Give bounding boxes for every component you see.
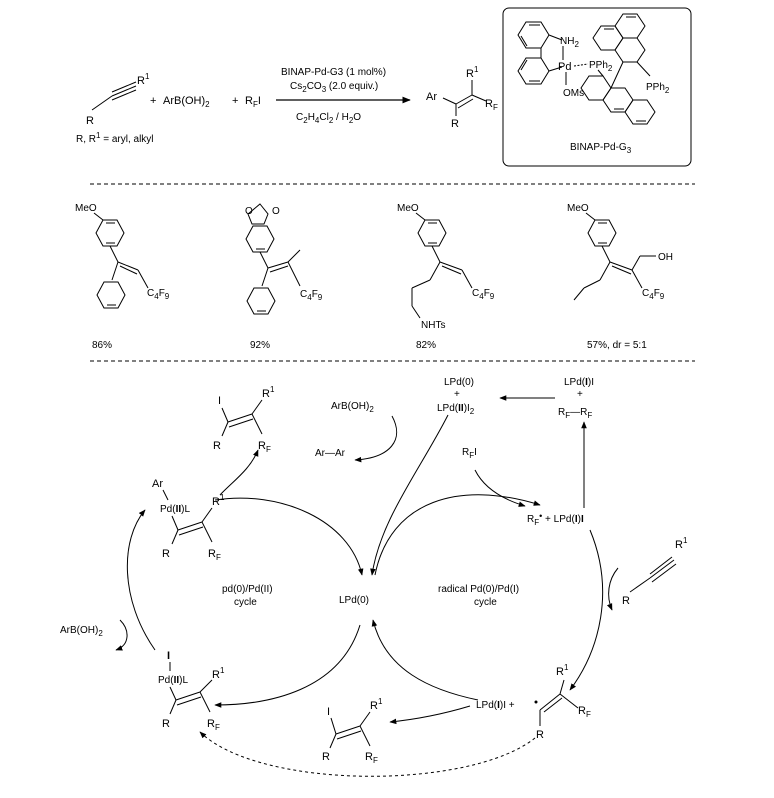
svg-text:Ar: Ar bbox=[152, 478, 163, 490]
right-cycle-label: cycle bbox=[474, 597, 497, 608]
svg-text:RF: RF bbox=[258, 440, 271, 454]
svg-text:RF: RF bbox=[578, 705, 591, 719]
product-1: MeO C4F9 86% bbox=[75, 203, 170, 351]
svg-text:C4F9: C4F9 bbox=[300, 289, 323, 302]
svg-text:MeO: MeO bbox=[567, 203, 589, 214]
perfluoroalkyl-iodide-reagent: RFI bbox=[245, 95, 261, 109]
svg-text:RF—RF: RF—RF bbox=[558, 407, 592, 420]
svg-text:I: I bbox=[327, 706, 330, 718]
svg-text:R1: R1 bbox=[212, 666, 225, 681]
svg-text:I: I bbox=[218, 395, 221, 407]
alkyne-reactant: R R1 bbox=[86, 72, 150, 127]
tetrasubstituted-alkene-product: Ar R R1 RF bbox=[426, 65, 498, 130]
left-cycle-label: cycle bbox=[234, 597, 257, 608]
svg-text:LPd(I)I: LPd(I)I bbox=[564, 377, 594, 388]
svg-text:MeO: MeO bbox=[75, 203, 97, 214]
svg-text:ArB(OH)2: ArB(OH)2 bbox=[331, 401, 374, 414]
svg-text:C4F9: C4F9 bbox=[147, 288, 170, 301]
plus-sign: + bbox=[232, 95, 238, 107]
svg-text:R1: R1 bbox=[137, 72, 150, 87]
boronic-acid-reagent: ArB(OH)2 bbox=[163, 95, 210, 109]
svg-text:R: R bbox=[322, 751, 330, 763]
catalyst-structure-box: NH2 Pd OMs PPh2 PPh2 BINAP-Pd-G3 bbox=[502, 7, 692, 167]
svg-text:R: R bbox=[162, 718, 170, 730]
catalyst-conditions: BINAP-Pd-G3 (1 mol%) bbox=[281, 67, 386, 78]
svg-text:RF: RF bbox=[365, 751, 378, 765]
svg-text:R: R bbox=[451, 118, 459, 130]
plus-sign: + bbox=[150, 95, 156, 107]
svg-text:I: I bbox=[167, 650, 170, 662]
svg-text:OH: OH bbox=[658, 252, 673, 263]
base-conditions: Cs2CO3 (2.0 equiv.) bbox=[290, 81, 378, 94]
svg-text:LPd(0): LPd(0) bbox=[444, 377, 474, 388]
product-2: O O C4F9 92% bbox=[245, 203, 323, 351]
svg-text:R1: R1 bbox=[556, 663, 569, 678]
svg-text:RF: RF bbox=[208, 548, 221, 562]
svg-text:R: R bbox=[213, 440, 221, 452]
svg-text:O: O bbox=[245, 206, 253, 217]
scope-note: R, R1 = aryl, alkyl bbox=[76, 131, 154, 145]
svg-text:Ar—Ar: Ar—Ar bbox=[315, 448, 346, 459]
product-4: MeO OH C4F9 57%, dr = 5:1 bbox=[567, 203, 673, 351]
svg-text:R: R bbox=[162, 548, 170, 560]
svg-text:RF: RF bbox=[207, 718, 220, 732]
svg-text:LPd(I)I +: LPd(I)I + bbox=[476, 700, 515, 711]
catalytic-cycle-mechanism: LPd(0) pd(0)/Pd(II) cycle radical Pd(0)/… bbox=[60, 377, 688, 777]
svg-text:ArB(OH)2: ArB(OH)2 bbox=[60, 625, 103, 638]
svg-text:R1: R1 bbox=[212, 493, 225, 508]
product-scope: MeO C4F9 86% O O bbox=[75, 203, 673, 351]
svg-text:Ar: Ar bbox=[426, 91, 437, 103]
svg-text:OMs: OMs bbox=[563, 88, 584, 99]
svg-text:RFI: RFI bbox=[462, 447, 477, 460]
left-cycle-label: pd(0)/Pd(II) bbox=[222, 584, 273, 595]
svg-text:NH2: NH2 bbox=[560, 36, 579, 49]
svg-text:MeO: MeO bbox=[397, 203, 419, 214]
center-lpd0: LPd(0) bbox=[339, 595, 369, 606]
svg-text:Pd(II)L: Pd(II)L bbox=[158, 675, 188, 686]
svg-text:Pd(II)L: Pd(II)L bbox=[160, 504, 190, 515]
svg-text:O: O bbox=[272, 206, 280, 217]
svg-text:RF: RF bbox=[485, 98, 498, 112]
svg-text:RF• + LPd(I)I: RF• + LPd(I)I bbox=[527, 511, 584, 527]
yield-label: 82% bbox=[416, 340, 436, 351]
svg-text:PPh2: PPh2 bbox=[589, 60, 613, 73]
svg-text:PPh2: PPh2 bbox=[646, 82, 670, 95]
svg-text:R: R bbox=[622, 595, 630, 607]
catalyst-name: BINAP-Pd-G3 bbox=[570, 142, 632, 155]
svg-text:C4F9: C4F9 bbox=[642, 288, 665, 301]
right-cycle-label: radical Pd(0)/Pd(I) bbox=[438, 584, 519, 595]
svg-text:R: R bbox=[86, 115, 94, 127]
svg-text:NHTs: NHTs bbox=[421, 320, 445, 331]
yield-label: 92% bbox=[250, 340, 270, 351]
solvent-conditions: C2H4Cl2 / H2O bbox=[296, 112, 361, 125]
svg-text:R1: R1 bbox=[675, 536, 688, 551]
product-3: MeO NHTs C4F9 82% bbox=[397, 203, 495, 351]
svg-text:R: R bbox=[536, 729, 544, 741]
svg-text:R1: R1 bbox=[262, 385, 275, 400]
svg-text:Pd: Pd bbox=[558, 61, 571, 73]
svg-text:R1: R1 bbox=[466, 65, 479, 80]
svg-text:+: + bbox=[577, 389, 583, 400]
svg-text:LPd(II)I2: LPd(II)I2 bbox=[437, 403, 475, 416]
svg-text:+: + bbox=[454, 389, 460, 400]
svg-text:C4F9: C4F9 bbox=[472, 288, 495, 301]
yield-label: 86% bbox=[92, 340, 112, 351]
svg-text:R1: R1 bbox=[370, 697, 383, 712]
yield-label: 57%, dr = 5:1 bbox=[587, 340, 647, 351]
reaction-equation: R R1 + ArB(OH)2 + RFI R, R1 = aryl, alky… bbox=[76, 7, 692, 167]
